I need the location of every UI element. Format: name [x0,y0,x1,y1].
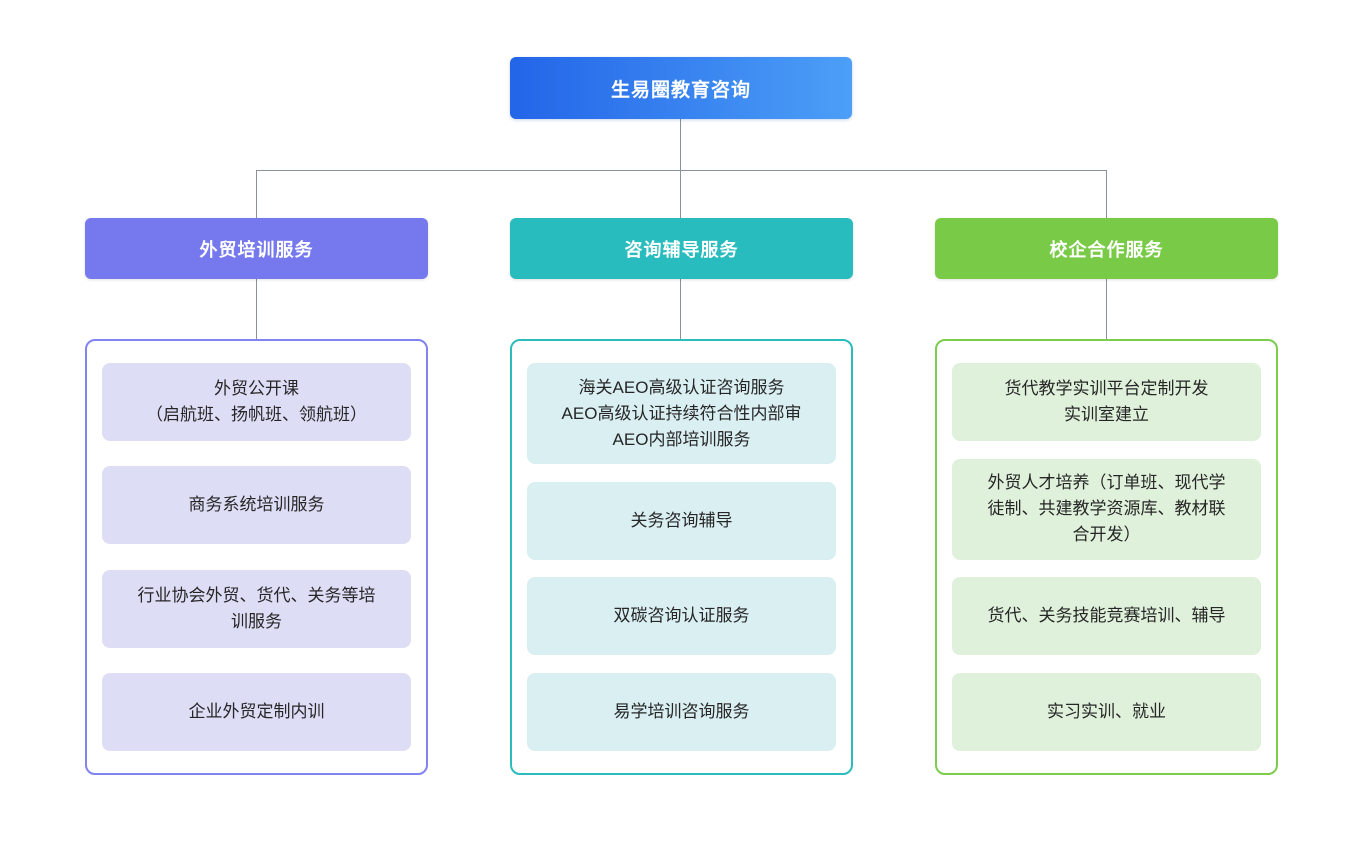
leaf-node: 关务咨询辅导 [527,481,836,560]
branch-header-consulting-coaching: 咨询辅导服务 [510,218,853,279]
connector-drop-branch-1 [256,170,257,218]
branch-box-foreign-trade-training: 外贸公开课 （启航班、扬帆班、领航班） 商务系统培训服务 行业协会外贸、货代、关… [85,339,428,775]
branch-box-school-enterprise-cooperation: 货代教学实训平台定制开发 实训室建立 外贸人才培养（订单班、现代学徒制、共建教学… [935,339,1278,775]
leaf-node: 货代、关务技能竞赛培训、辅导 [952,577,1261,656]
branch-header-foreign-trade-training: 外贸培训服务 [85,218,428,279]
leaf-node: 海关AEO高级认证咨询服务 AEO高级认证持续符合性内部审 AEO内部培训服务 [527,363,836,464]
connector-header-to-box-2 [680,279,681,339]
connector-header-to-box-1 [256,279,257,339]
branch-header-label: 咨询辅导服务 [624,239,739,260]
leaf-node: 商务系统培训服务 [102,466,411,545]
leaf-node: 外贸人才培养（订单班、现代学徒制、共建教学资源库、教材联合开发） [952,458,1261,560]
branch-header-school-enterprise-cooperation: 校企合作服务 [935,218,1278,279]
leaf-node: 易学培训咨询服务 [527,672,836,751]
leaf-node: 双碳咨询认证服务 [527,577,836,656]
root-node-label: 生易圈教育咨询 [610,79,751,101]
leaf-node: 实习实训、就业 [952,672,1261,751]
connector-header-to-box-3 [1106,279,1107,339]
leaf-node: 行业协会外贸、货代、关务等培训服务 [102,569,411,648]
leaf-node: 外贸公开课 （启航班、扬帆班、领航班） [102,363,411,441]
root-node: 生易圈教育咨询 [510,57,852,119]
branch-box-consulting-coaching: 海关AEO高级认证咨询服务 AEO高级认证持续符合性内部审 AEO内部培训服务 … [510,339,853,775]
branch-header-label: 校企合作服务 [1049,239,1164,260]
leaf-node: 货代教学实训平台定制开发 实训室建立 [952,363,1261,441]
connector-root-drop [680,119,681,218]
branch-header-label: 外贸培训服务 [199,239,314,260]
connector-horizontal-rail [256,170,1106,171]
connector-drop-branch-3 [1106,170,1107,218]
leaf-node: 企业外贸定制内训 [102,672,411,751]
